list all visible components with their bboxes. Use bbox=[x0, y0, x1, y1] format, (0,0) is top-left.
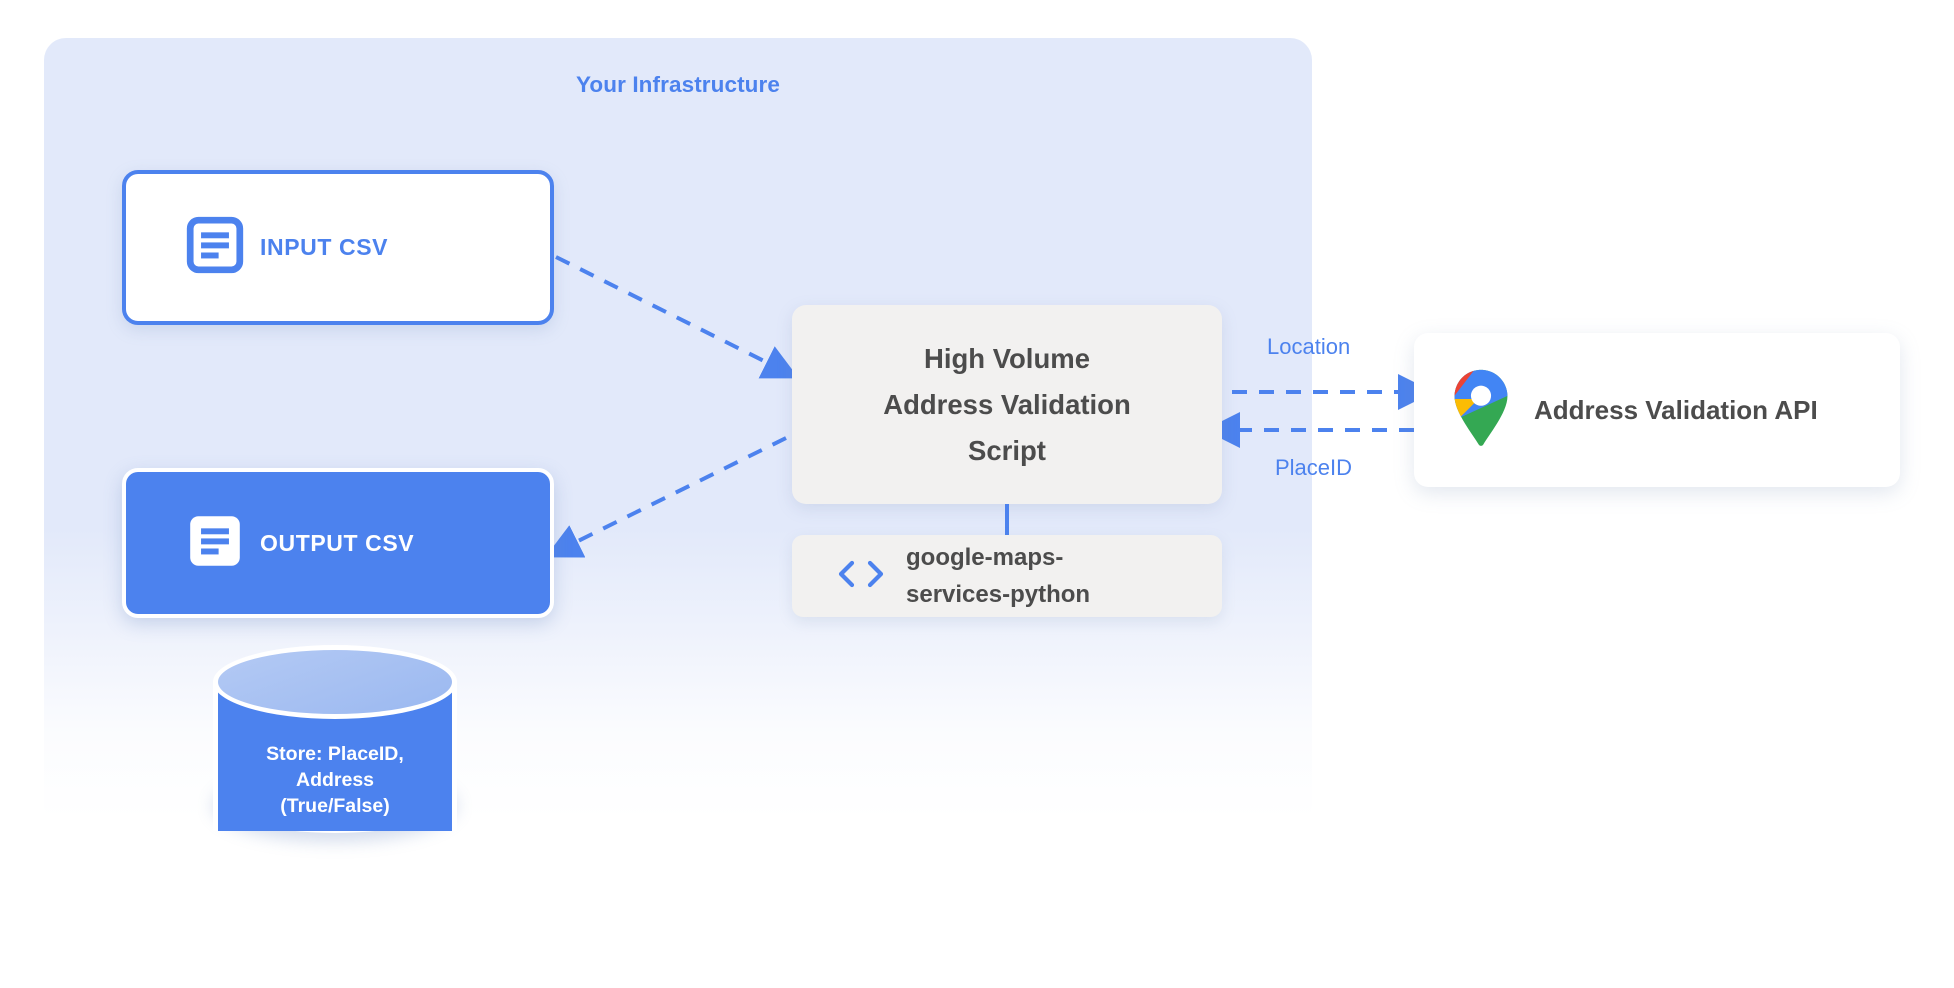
node-client-library[interactable]: google-maps- services-python bbox=[792, 535, 1222, 617]
node-output-csv[interactable]: OUTPUT CSV bbox=[122, 468, 554, 618]
cylinder-top bbox=[213, 645, 457, 719]
edge-label-location: Location bbox=[1267, 334, 1351, 359]
node-output-csv-label: OUTPUT CSV bbox=[260, 529, 415, 556]
node-client-library-label: google-maps- services-python bbox=[906, 539, 1090, 613]
datastore-label-line-1: Store: PlaceID, bbox=[266, 743, 404, 765]
document-icon bbox=[184, 510, 246, 577]
library-label-line-2: services-python bbox=[906, 581, 1091, 608]
edge-label-placeid: PlaceID bbox=[1275, 455, 1353, 480]
node-validation-script-label: High Volume Address Validation Script bbox=[883, 336, 1131, 474]
library-label-line-1: google-maps- bbox=[906, 544, 1064, 571]
script-label-line-3: Script bbox=[968, 434, 1046, 466]
code-brackets-icon bbox=[834, 554, 888, 599]
node-input-csv-label: INPUT CSV bbox=[260, 234, 389, 260]
script-label-line-1: High Volume bbox=[923, 342, 1090, 374]
edge-script-to-library bbox=[1005, 504, 1009, 535]
datastore-label-line-2: Address bbox=[295, 769, 375, 791]
your-infrastructure-title: Your Infrastructure bbox=[575, 72, 780, 97]
node-datastore-label: Store: PlaceID, Address (True/False) bbox=[213, 741, 457, 819]
google-maps-pin-icon bbox=[1450, 368, 1512, 453]
datastore-label-line-3: (True/False) bbox=[280, 795, 390, 817]
node-address-validation-api-label: Address Validation API bbox=[1534, 394, 1818, 425]
script-label-line-2: Address Validation bbox=[883, 388, 1131, 420]
node-datastore[interactable]: Store: PlaceID, Address (True/False) bbox=[213, 645, 457, 865]
document-icon bbox=[184, 214, 246, 281]
node-validation-script[interactable]: High Volume Address Validation Script bbox=[792, 305, 1222, 504]
node-address-validation-api[interactable]: Address Validation API bbox=[1414, 333, 1900, 487]
node-input-csv[interactable]: INPUT CSV bbox=[122, 170, 554, 325]
